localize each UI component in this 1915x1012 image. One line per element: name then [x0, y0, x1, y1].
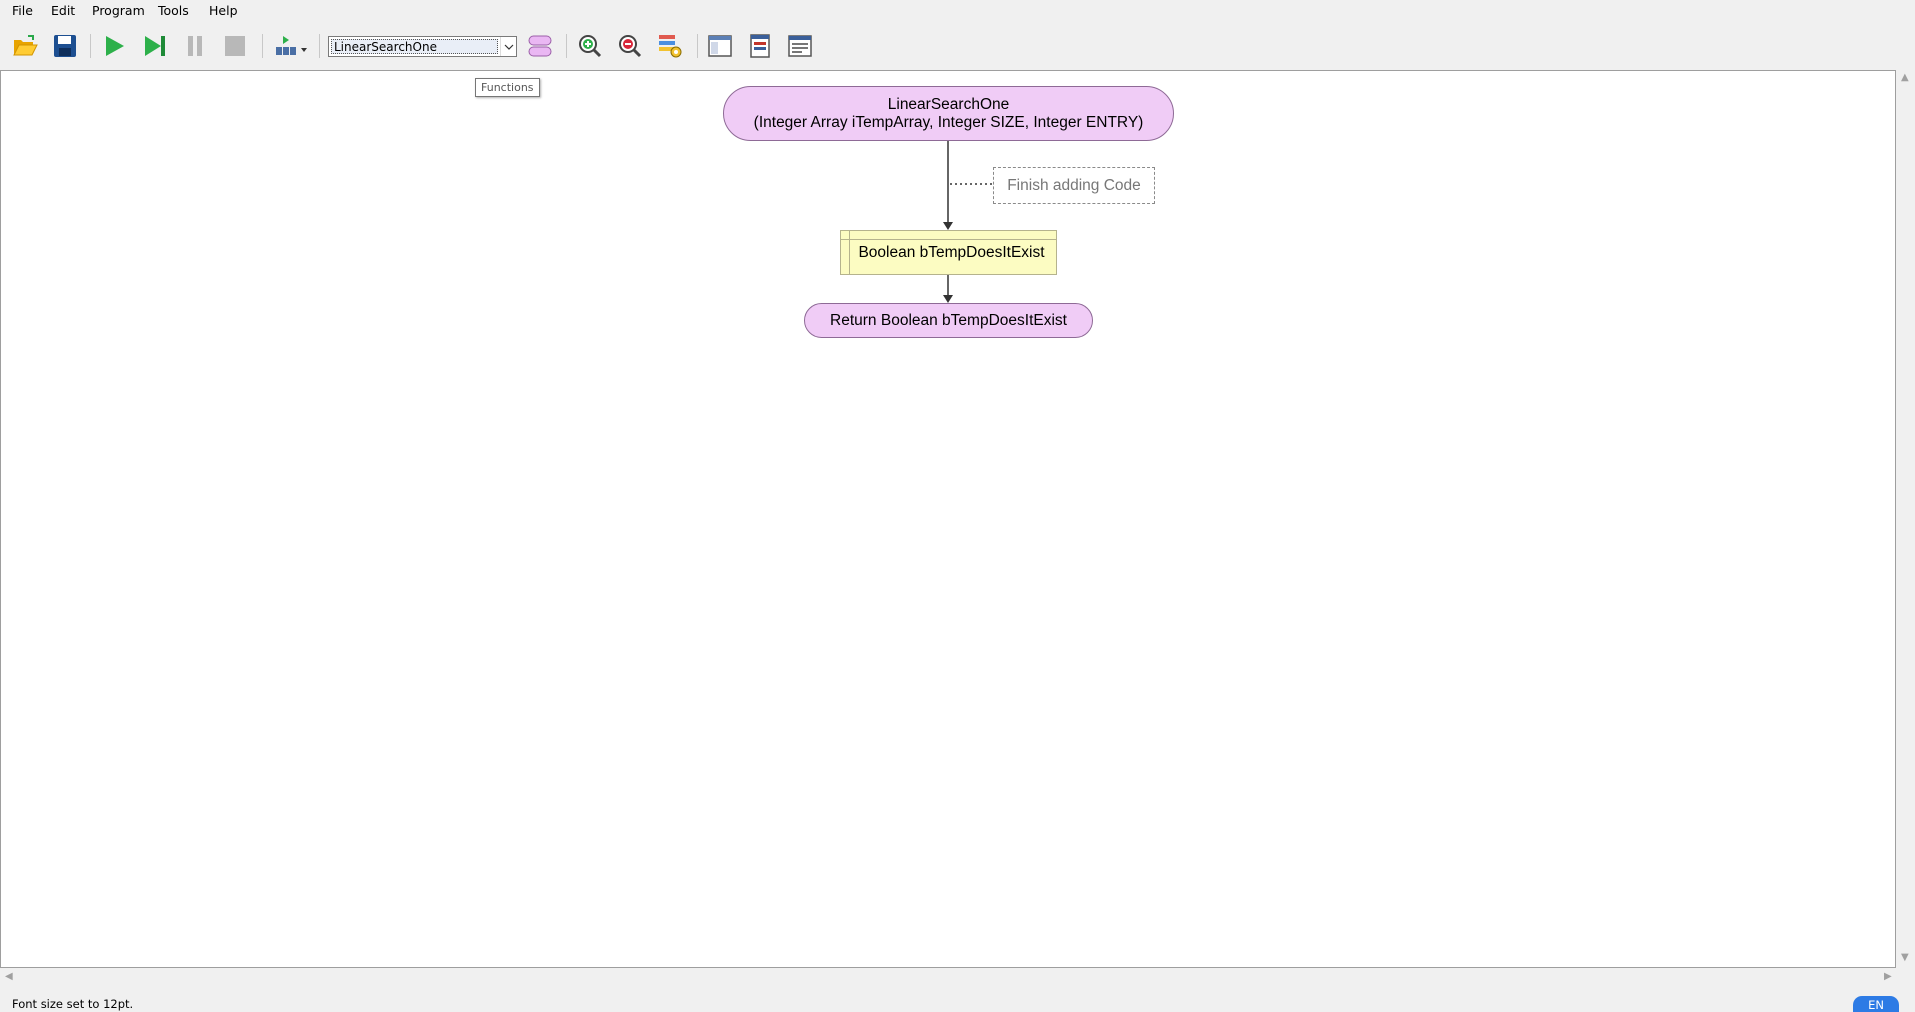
- pause-icon: [188, 36, 202, 56]
- layout-settings-button[interactable]: [654, 30, 686, 62]
- open-button[interactable]: [9, 30, 41, 62]
- start-terminal[interactable]: LinearSearchOne (Integer Array iTempArra…: [723, 86, 1174, 141]
- view-panel-icon: [708, 35, 732, 57]
- zoom-out-button[interactable]: [614, 30, 646, 62]
- declare-text: Boolean bTempDoesItExist: [858, 243, 1045, 261]
- add-shape-icon: [276, 36, 307, 55]
- toolbar: LinearSearchOne: [0, 22, 1915, 70]
- view-panel-button[interactable]: [704, 30, 736, 62]
- menu-tools[interactable]: Tools: [158, 3, 189, 18]
- horizontal-scrollbar[interactable]: ◀ ▶: [0, 968, 1896, 987]
- scroll-up-icon[interactable]: ▲: [1901, 72, 1909, 83]
- zoom-out-icon: [619, 35, 642, 58]
- view-list-icon: [750, 34, 770, 58]
- declare-shape-top-rule: [841, 239, 1056, 240]
- open-folder-icon: [13, 35, 38, 56]
- status-bar: Font size set to 12pt. EN: [0, 987, 1915, 1012]
- functions-button[interactable]: [524, 30, 556, 62]
- toolbar-separator: [262, 34, 263, 58]
- vertical-scrollbar[interactable]: ▲ ▼: [1896, 70, 1915, 968]
- chevron-down-icon[interactable]: [500, 37, 516, 56]
- function-select[interactable]: LinearSearchOne: [328, 36, 517, 57]
- declare-shape[interactable]: Boolean bTempDoesItExist: [840, 230, 1057, 275]
- scroll-left-icon[interactable]: ◀: [5, 971, 13, 982]
- menu-bar: File Edit Program Tools Help: [0, 0, 1915, 22]
- function-select-value: LinearSearchOne: [331, 39, 498, 54]
- toolbar-separator: [319, 34, 320, 58]
- declare-shape-left-rule: [849, 231, 850, 274]
- view-window-icon: [788, 35, 812, 57]
- stop-icon: [225, 36, 245, 56]
- comment-box[interactable]: Finish adding Code: [993, 167, 1155, 204]
- menu-edit[interactable]: Edit: [51, 3, 76, 18]
- toolbar-separator: [566, 34, 567, 58]
- run-icon: [106, 36, 124, 56]
- scroll-right-icon[interactable]: ▶: [1884, 971, 1892, 982]
- zoom-in-button[interactable]: [574, 30, 606, 62]
- scroll-down-icon[interactable]: ▼: [1901, 952, 1909, 963]
- status-message: Font size set to 12pt.: [12, 997, 134, 1011]
- zoom-in-icon: [579, 35, 602, 58]
- function-name: LinearSearchOne: [887, 95, 1010, 113]
- stop-button[interactable]: [219, 30, 251, 62]
- run-button[interactable]: [98, 30, 130, 62]
- layout-settings-icon: [659, 35, 682, 58]
- return-text: Return Boolean bTempDoesItExist: [830, 311, 1067, 329]
- save-icon: [54, 35, 76, 57]
- menu-help[interactable]: Help: [209, 3, 238, 18]
- functions-tooltip: Functions: [475, 78, 540, 97]
- comment-text: Finish adding Code: [1007, 176, 1141, 194]
- view-window-button[interactable]: [784, 30, 816, 62]
- view-list-button[interactable]: [744, 30, 776, 62]
- save-button[interactable]: [49, 30, 81, 62]
- add-shape-dropdown[interactable]: [270, 30, 312, 62]
- toolbar-separator: [90, 34, 91, 58]
- function-params: (Integer Array iTempArray, Integer SIZE,…: [753, 113, 1144, 131]
- pause-button[interactable]: [179, 30, 211, 62]
- step-icon: [145, 36, 165, 56]
- toolbar-separator: [697, 34, 698, 58]
- return-terminal[interactable]: Return Boolean bTempDoesItExist: [804, 303, 1093, 338]
- menu-program[interactable]: Program: [92, 3, 145, 18]
- functions-icon: [528, 35, 552, 57]
- menu-file[interactable]: File: [12, 3, 33, 18]
- language-badge[interactable]: EN: [1853, 996, 1899, 1012]
- step-button[interactable]: [139, 30, 171, 62]
